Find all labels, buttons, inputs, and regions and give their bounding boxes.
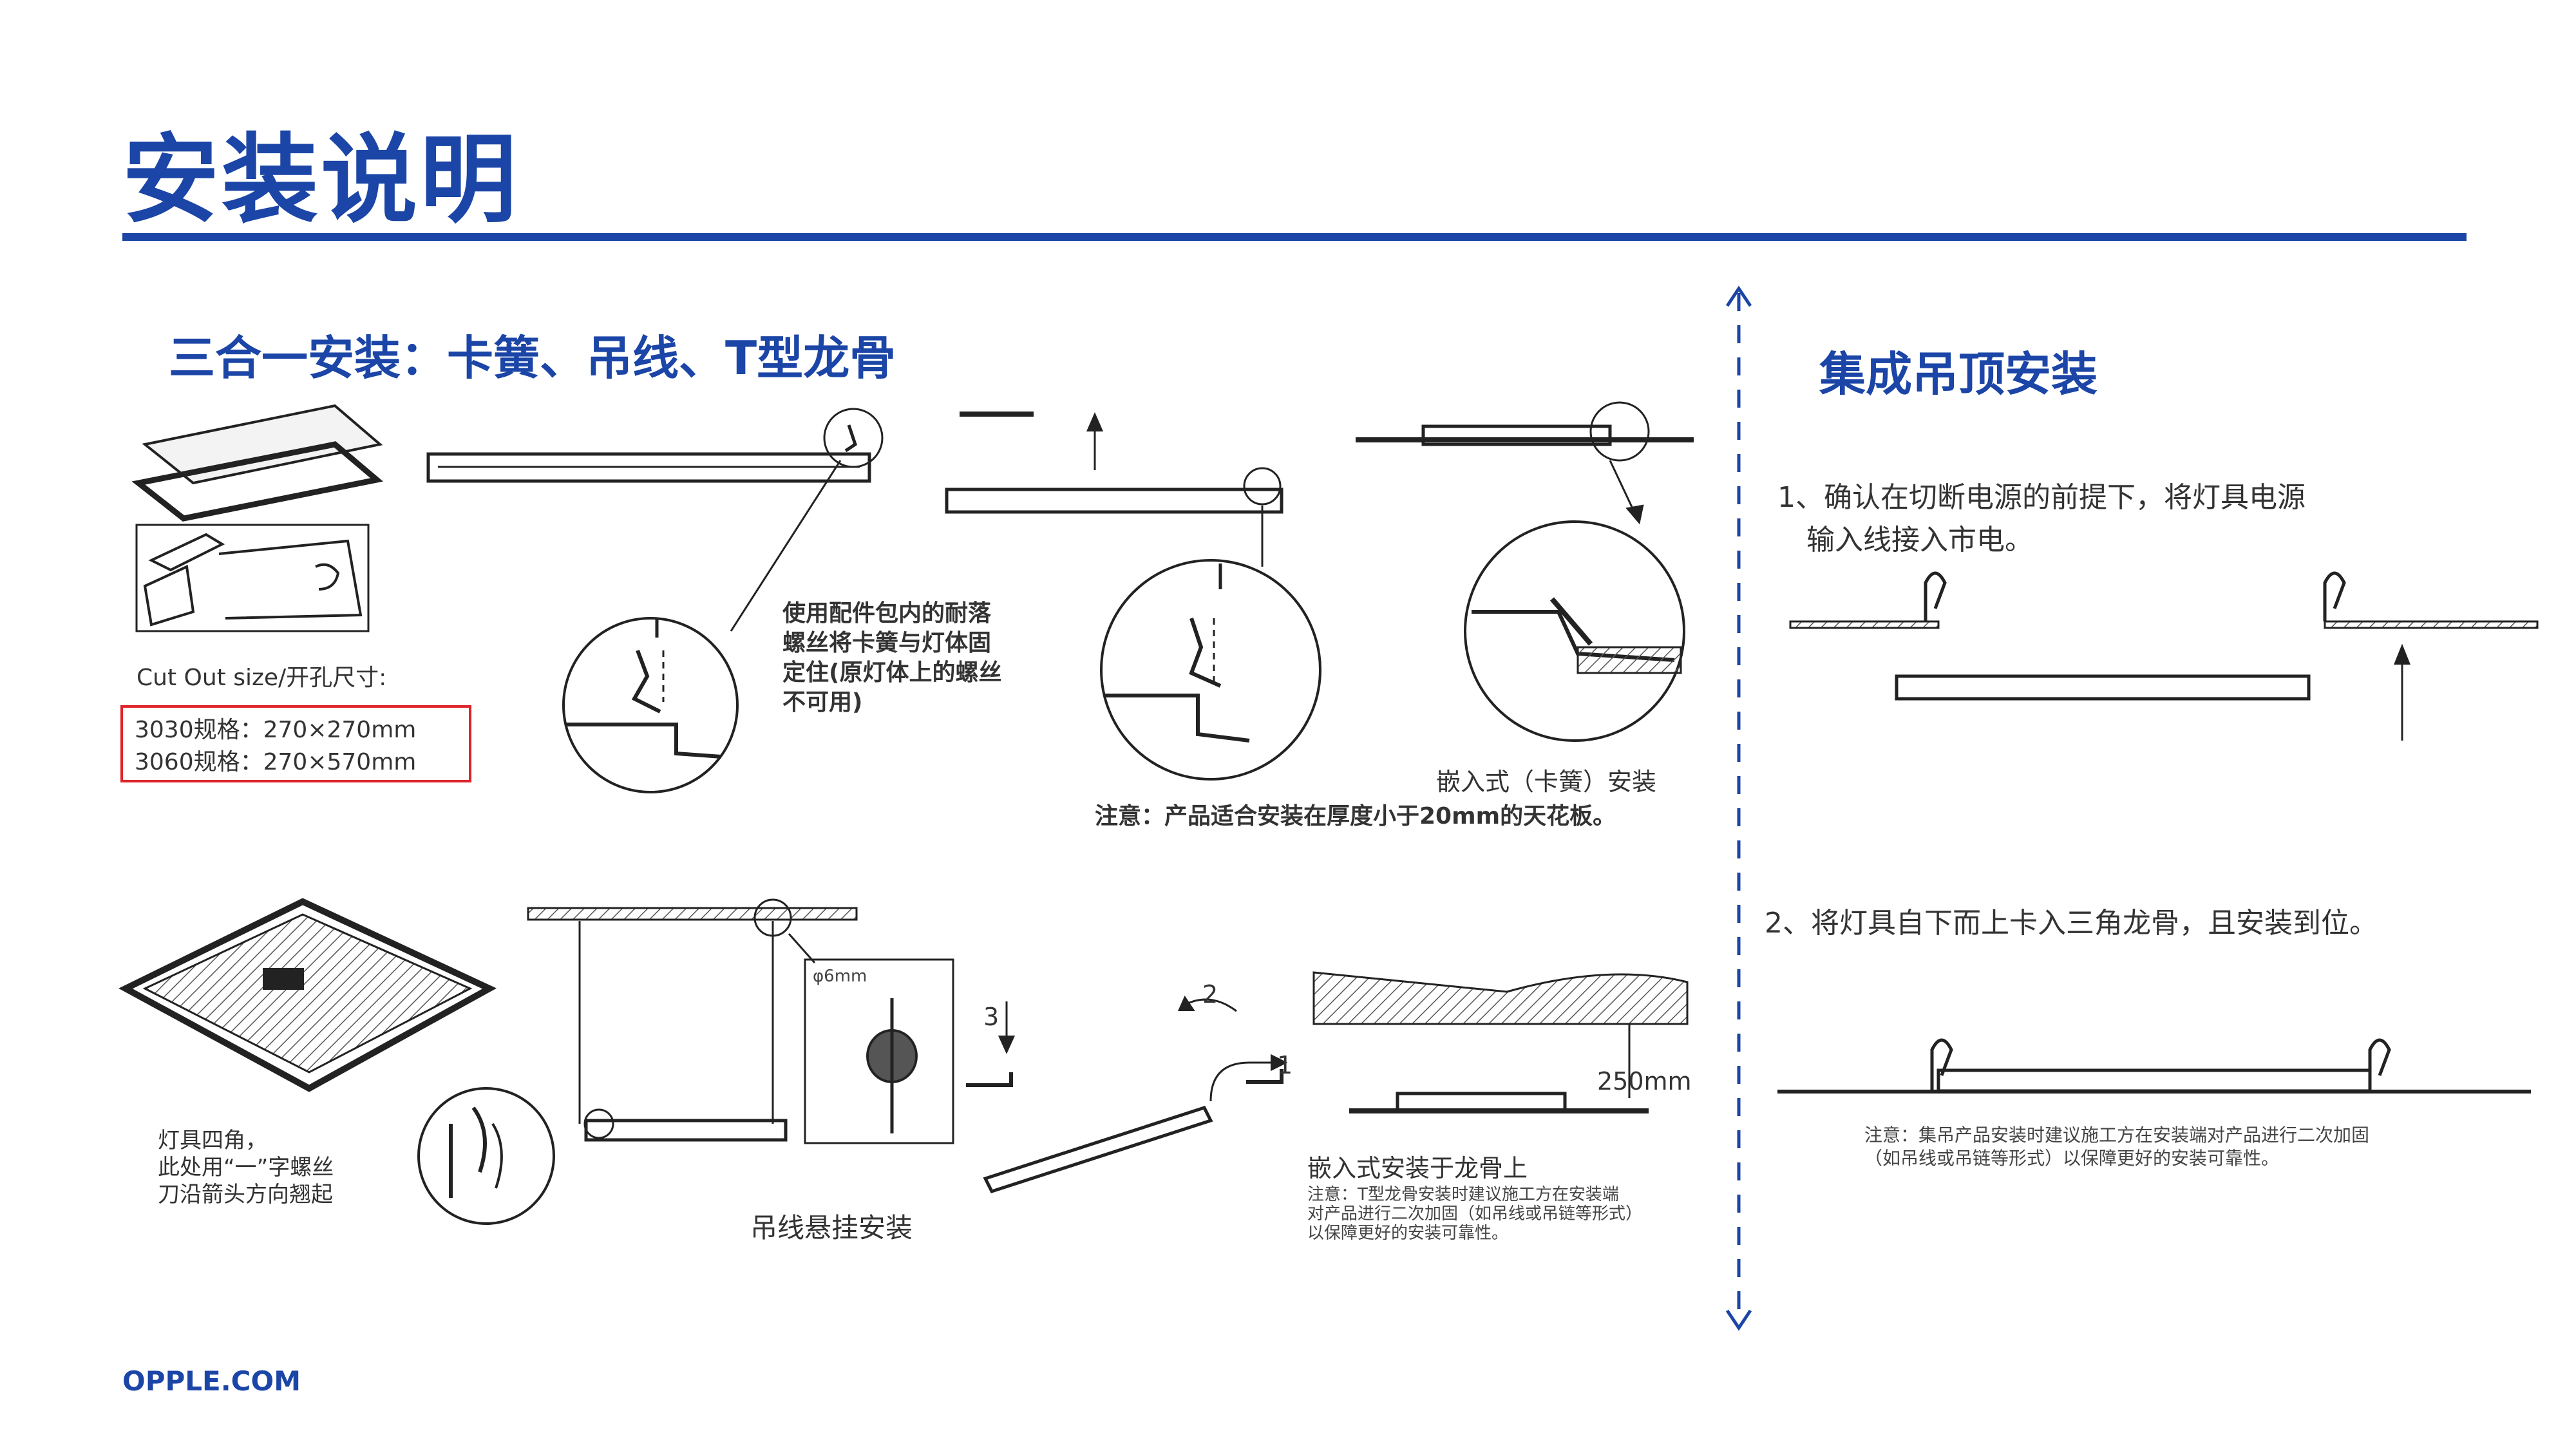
recessed-panel-drawing [1356, 401, 1694, 525]
section-heading-three-in-one: 三合一安装：卡簧、吊线、T型龙骨 [169, 331, 896, 385]
tbar-installed-drawing [1312, 971, 1689, 1113]
tbar-caption: 嵌入式安装于龙骨上 [1307, 1154, 1528, 1182]
suspension-drawing [527, 898, 954, 1144]
spec-3060: 3060规格：270×570mm [135, 749, 417, 775]
spring-fixing-note: 使用配件包内的耐落 螺丝将卡簧与灯体固 定住(原灯体上的螺丝 不可用) [782, 600, 1002, 715]
recessed-spring-caption: 嵌入式（卡簧）安装 [1436, 768, 1657, 796]
tbar-note: 注意：T型龙骨安装时建议施工方在安装端 对产品进行二次加固（如吊线或吊链等形式）… [1307, 1185, 1643, 1243]
step2-instruction: 2、将灯具自下而上卡入三角龙骨，且安装到位。 [1765, 907, 2378, 940]
spring-detail-1 [562, 617, 739, 793]
spec-3030: 3030规格：270×270mm [135, 717, 417, 743]
step1-drawing [1789, 571, 2539, 741]
diameter-label: φ6mm [813, 967, 867, 986]
section-heading-integrated-ceiling: 集成吊顶安装 [1819, 347, 2098, 401]
panel-perspective-drawing [118, 898, 497, 1092]
recessed-thickness-note: 注意：产品适合安装在厚度小于20mm的天花板。 [1095, 803, 1616, 829]
brand-url[interactable]: OPPLE.COM [122, 1365, 301, 1397]
panel-side-drawing [426, 408, 884, 632]
step-number-2: 2 [1202, 980, 1218, 1009]
cutout-tool-drawing [135, 524, 370, 632]
cutout-size-label: Cut Out size/开孔尺寸: [137, 665, 387, 691]
spec-box: 3030规格：270×270mm 3060规格：270×570mm [120, 705, 471, 782]
step2-drawing [1777, 1038, 2531, 1094]
step-number-1: 1 [1277, 1051, 1293, 1079]
exploded-panel-drawing [131, 404, 384, 522]
tbar-steps-drawing [966, 995, 1288, 1194]
suspension-caption: 吊线悬挂安装 [750, 1212, 913, 1244]
page-title: 安装说明 [122, 124, 520, 236]
screwdriver-detail [417, 1087, 555, 1225]
spring-detail-3 [1464, 520, 1685, 742]
distance-label: 250mm [1597, 1067, 1692, 1095]
section-divider [1725, 285, 1752, 1331]
spring-detail-2 [1100, 559, 1321, 781]
ceiling-raise-drawing [945, 412, 1283, 567]
step-number-3: 3 [983, 1003, 999, 1031]
step1-instruction: 1、确认在切断电源的前提下，将灯具电源 输入线接入市电。 [1777, 481, 2306, 556]
corner-screwdriver-note: 灯具四角， 此处用“一”字螺丝 刀沿箭头方向翘起 [158, 1128, 334, 1208]
integrated-ceiling-note: 注意：集吊产品安装时建议施工方在安装端对产品进行二次加固 （如吊线或吊链等形式）… [1864, 1124, 2370, 1169]
title-rule [122, 233, 2467, 241]
